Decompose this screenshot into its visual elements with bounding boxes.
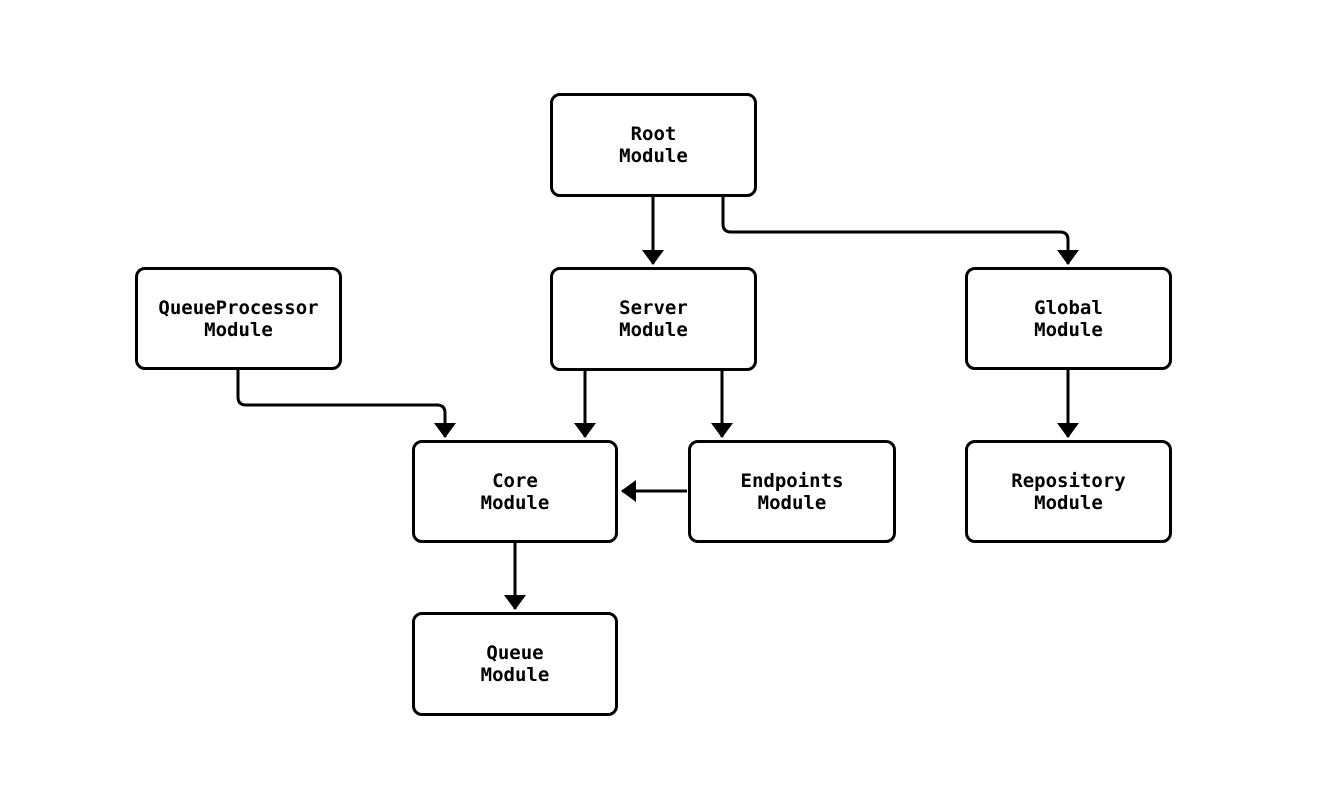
node-queue-module-label-line1: Queue [486,642,544,664]
node-server-module-label-line1: Server [619,297,688,319]
node-root-module-label-line2: Module [619,145,688,167]
node-queueprocessor-module-label-line2: Module [204,318,273,341]
node-core-module-label-line2: Module [480,491,550,514]
node-global-module-label-line2: Module [1034,318,1103,341]
edge-root-to-global-arrow [721,197,1079,265]
node-endpoints-module: Endpoints Module [688,440,896,543]
node-repository-module: Repository Module [965,440,1172,543]
node-core-module: Core Module [412,440,618,543]
node-repository-module-label-line1: Repository [1011,469,1126,492]
node-server-module-label-line2: Module [619,319,688,341]
node-queueprocessor-module: QueueProcessor Module [135,267,342,370]
node-global-module-label-line1: Global [1034,296,1103,319]
node-server-module: Server Module [550,267,757,371]
node-root-module-label-line1: Root [630,123,677,145]
edge-queueprocessor-to-core-arrow [236,370,456,438]
node-queue-module: Queue Module [412,612,618,716]
node-repository-module-label-line2: Module [1034,491,1103,514]
node-global-module: Global Module [965,267,1172,370]
node-endpoints-module-label-line1: Endpoints [740,469,844,492]
node-root-module: Root Module [550,93,757,197]
node-queueprocessor-module-label-line1: QueueProcessor [158,296,319,319]
node-queue-module-label-line2: Module [480,664,550,686]
node-core-module-label-line1: Core [492,469,538,492]
node-endpoints-module-label-line2: Module [757,491,827,514]
